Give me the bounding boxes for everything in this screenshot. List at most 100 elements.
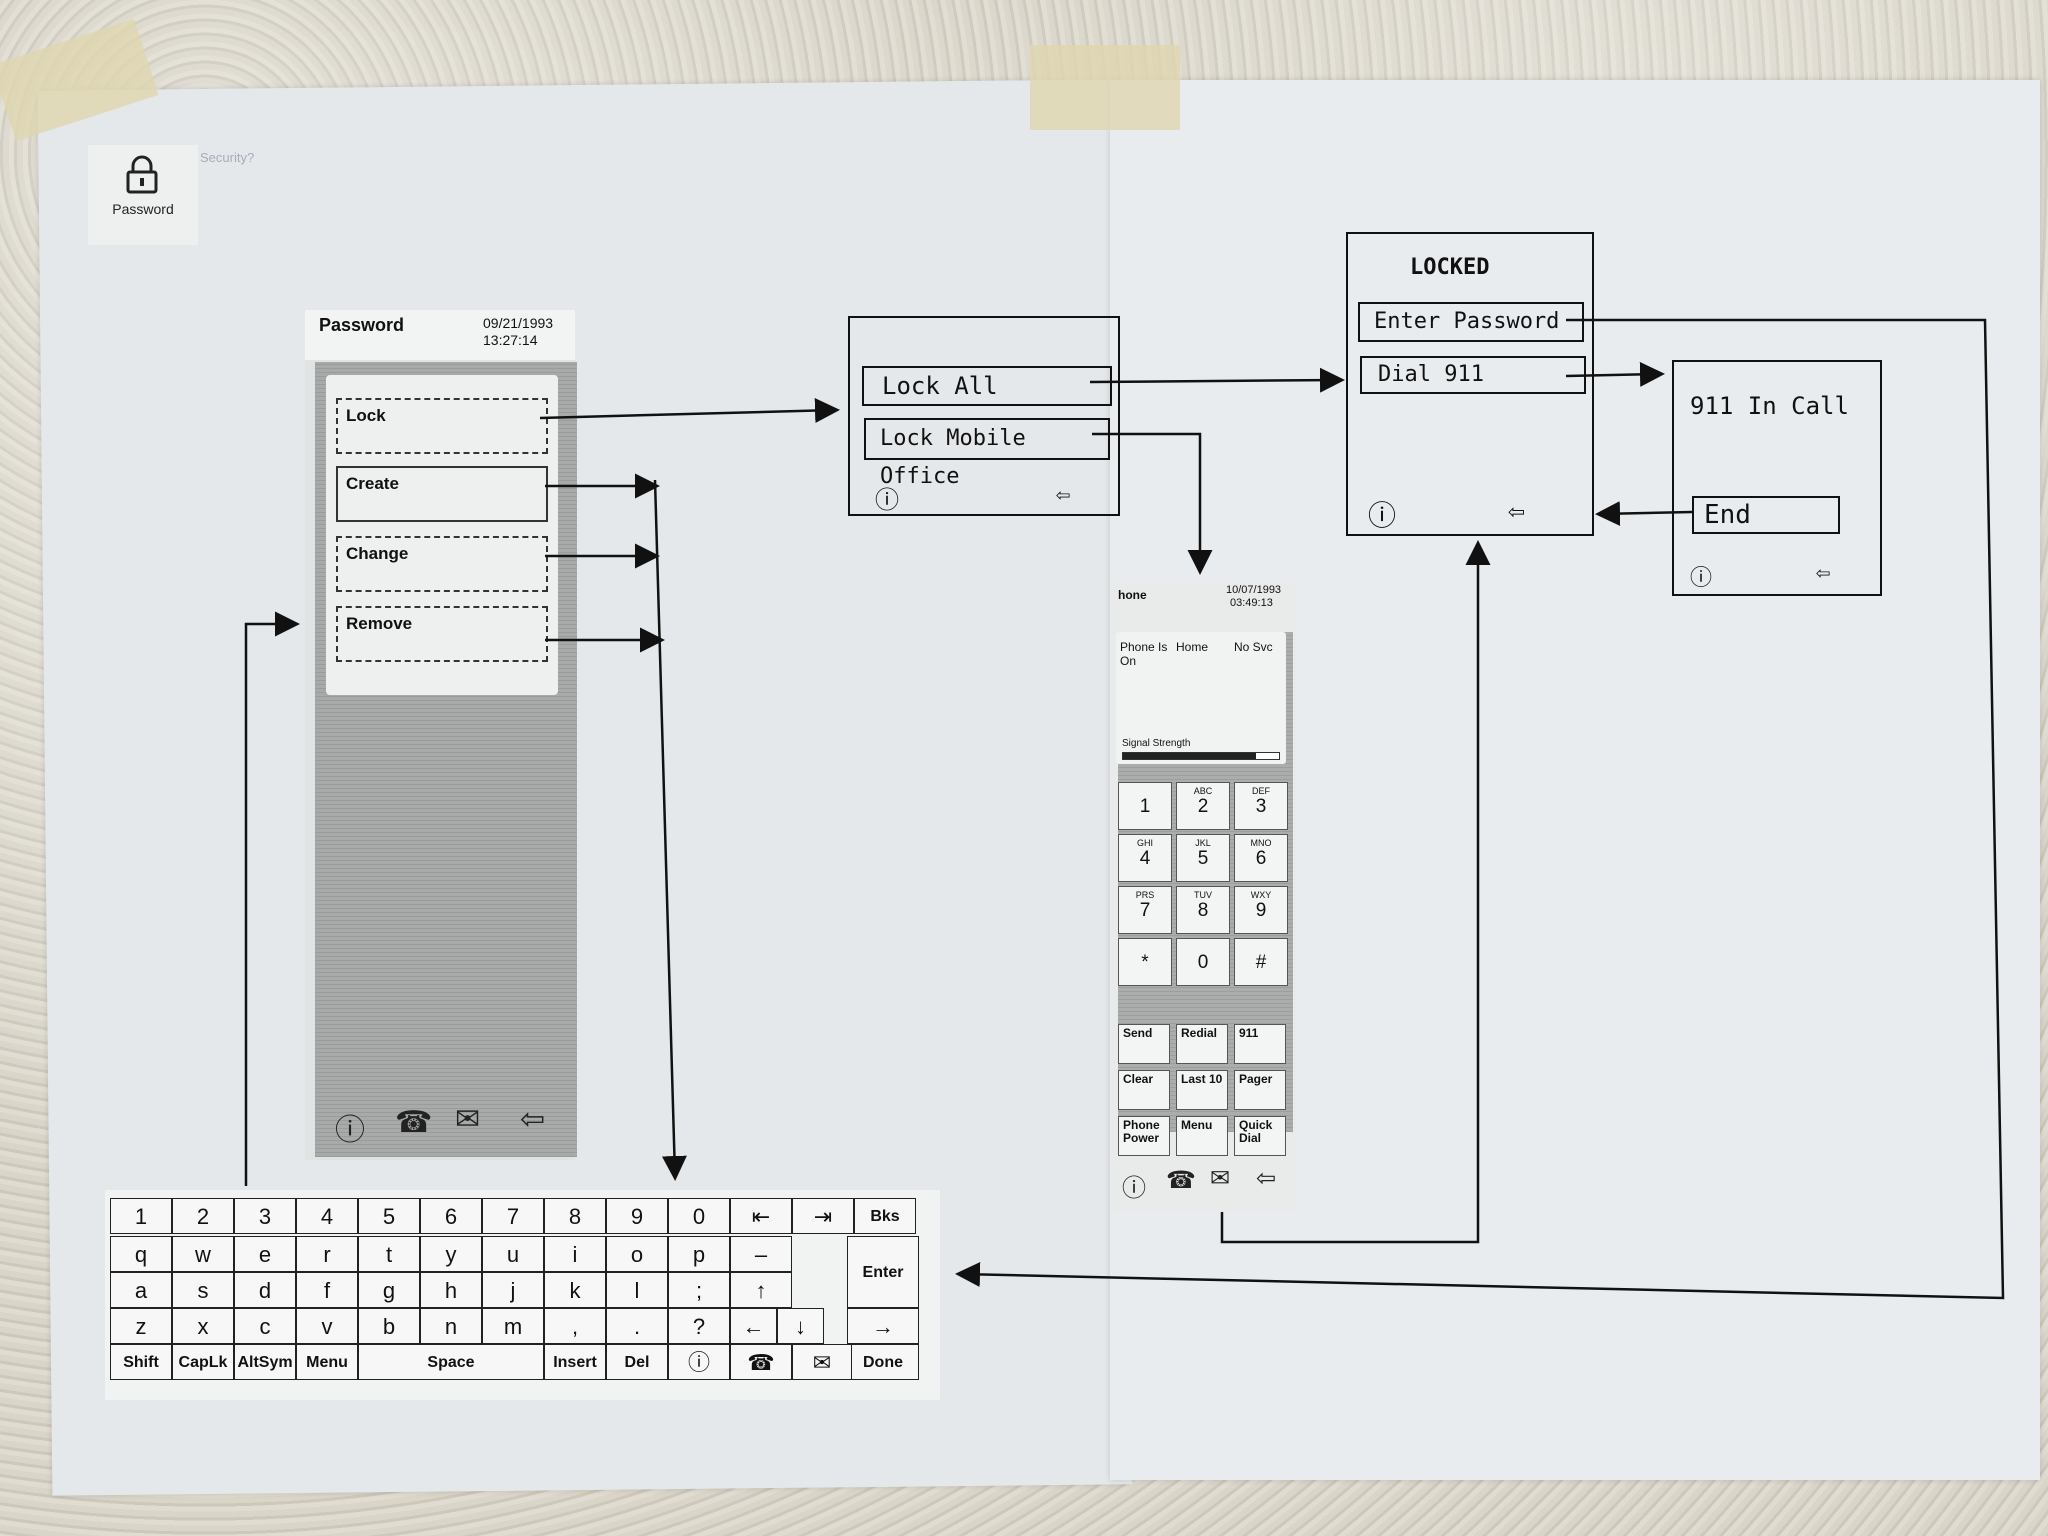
key-right[interactable]: → <box>847 1308 919 1344</box>
remove-option[interactable]: Remove <box>336 606 548 662</box>
phone-icon[interactable]: ☎ <box>730 1344 792 1380</box>
lock-all-button[interactable]: Lock All <box>862 366 1112 406</box>
key-j[interactable]: j <box>482 1272 544 1308</box>
phone-key-clear[interactable]: Clear <box>1118 1070 1170 1110</box>
phone-key-quick-dial[interactable]: Quick Dial <box>1234 1116 1286 1156</box>
key-q[interactable]: q <box>110 1236 172 1272</box>
key-menu[interactable]: Menu <box>296 1344 358 1380</box>
phone-key-last-10[interactable]: Last 10 <box>1176 1070 1228 1110</box>
key-m[interactable]: m <box>482 1308 544 1344</box>
key-dash[interactable]: – <box>730 1236 792 1272</box>
help-icon[interactable]: ⓘ <box>668 1344 730 1380</box>
key-del[interactable]: Del <box>606 1344 668 1380</box>
key-enter[interactable]: Enter <box>847 1236 919 1308</box>
help-icon[interactable]: ⓘ <box>1368 499 1397 532</box>
key-end[interactable]: ⇥ <box>792 1198 854 1234</box>
end-button[interactable]: End <box>1692 496 1840 534</box>
key-down[interactable]: ↓ <box>777 1308 824 1344</box>
enter-password-button[interactable]: Enter Password <box>1358 302 1584 342</box>
key-k[interactable]: k <box>544 1272 606 1308</box>
change-option[interactable]: Change <box>336 536 548 592</box>
phone-key-911[interactable]: 911 <box>1234 1024 1286 1064</box>
phone-key-phone-power[interactable]: Phone Power <box>1118 1116 1170 1156</box>
key-c[interactable]: c <box>234 1308 296 1344</box>
key-5[interactable]: 5 <box>358 1198 420 1234</box>
password-app-icon[interactable]: Password <box>88 145 198 245</box>
keypad-key-0[interactable]: 0 <box>1176 938 1230 986</box>
mail-icon[interactable]: ✉ <box>455 1103 481 1136</box>
help-icon[interactable]: ⓘ <box>335 1114 365 1147</box>
back-arrow-icon[interactable]: ⇦ <box>1256 1165 1277 1192</box>
back-arrow-icon[interactable]: ⇦ <box>1508 494 1525 527</box>
key-9[interactable]: 9 <box>606 1198 668 1234</box>
key-insert[interactable]: Insert <box>544 1344 606 1380</box>
key-semicolon[interactable]: ; <box>668 1272 730 1308</box>
back-arrow-icon[interactable]: ⇦ <box>1816 558 1831 586</box>
key-u[interactable]: u <box>482 1236 544 1272</box>
key-a[interactable]: a <box>110 1272 172 1308</box>
keypad-key-hash[interactable]: # <box>1234 938 1288 986</box>
help-icon[interactable]: ⓘ <box>1122 1175 1146 1202</box>
key-v[interactable]: v <box>296 1308 358 1344</box>
key-e[interactable]: e <box>234 1236 296 1272</box>
key-h[interactable]: h <box>420 1272 482 1308</box>
key-altsym[interactable]: AltSym <box>234 1344 296 1380</box>
key-n[interactable]: n <box>420 1308 482 1344</box>
key-question[interactable]: ? <box>668 1308 730 1344</box>
key-2[interactable]: 2 <box>172 1198 234 1234</box>
key-4[interactable]: 4 <box>296 1198 358 1234</box>
phone-key-pager[interactable]: Pager <box>1234 1070 1286 1110</box>
back-arrow-icon[interactable]: ⇦ <box>520 1103 546 1136</box>
key-z[interactable]: z <box>110 1308 172 1344</box>
key-bks[interactable]: Bks <box>854 1198 916 1234</box>
back-arrow-icon[interactable]: ⇦ <box>1056 480 1071 508</box>
phone-key-send[interactable]: Send <box>1118 1024 1170 1064</box>
lock-mobile-office-button[interactable]: Lock Mobile Office <box>864 418 1110 489</box>
key-0[interactable]: 0 <box>668 1198 730 1234</box>
help-icon[interactable]: ⓘ <box>1690 566 1713 591</box>
key-8[interactable]: 8 <box>544 1198 606 1234</box>
key-space[interactable]: Space <box>358 1344 544 1380</box>
key-x[interactable]: x <box>172 1308 234 1344</box>
key-b[interactable]: b <box>358 1308 420 1344</box>
key-l[interactable]: l <box>606 1272 668 1308</box>
key-done[interactable]: Done <box>847 1344 919 1380</box>
key-d[interactable]: d <box>234 1272 296 1308</box>
key-6[interactable]: 6 <box>420 1198 482 1234</box>
key-left[interactable]: ← <box>730 1308 777 1344</box>
phone-key-menu[interactable]: Menu <box>1176 1116 1228 1156</box>
key-3[interactable]: 3 <box>234 1198 296 1234</box>
key-home[interactable]: ⇤ <box>730 1198 792 1234</box>
create-option[interactable]: Create <box>336 466 548 522</box>
mail-icon[interactable]: ✉ <box>1210 1165 1231 1192</box>
key-t[interactable]: t <box>358 1236 420 1272</box>
key-caplk[interactable]: CapLk <box>172 1344 234 1380</box>
mail-icon[interactable]: ✉ <box>792 1344 852 1380</box>
keypad-key-1[interactable]: 1 <box>1118 782 1172 830</box>
keypad-key-star[interactable]: * <box>1118 938 1172 986</box>
key-up[interactable]: ↑ <box>730 1272 792 1308</box>
key-1[interactable]: 1 <box>110 1198 172 1234</box>
key-s[interactable]: s <box>172 1272 234 1308</box>
key-r[interactable]: r <box>296 1236 358 1272</box>
key-o[interactable]: o <box>606 1236 668 1272</box>
phone-key-redial[interactable]: Redial <box>1176 1024 1228 1064</box>
help-icon[interactable]: ⓘ <box>875 486 899 514</box>
key-p[interactable]: p <box>668 1236 730 1272</box>
key-i[interactable]: i <box>544 1236 606 1272</box>
phone-icon[interactable]: ☎ <box>1166 1167 1196 1194</box>
key-7[interactable]: 7 <box>482 1198 544 1234</box>
phone-icon[interactable]: ☎ <box>395 1106 433 1139</box>
key-comma[interactable]: , <box>544 1308 606 1344</box>
lock-option[interactable]: Lock <box>336 398 548 454</box>
key-f[interactable]: f <box>296 1272 358 1308</box>
key-y[interactable]: y <box>420 1236 482 1272</box>
